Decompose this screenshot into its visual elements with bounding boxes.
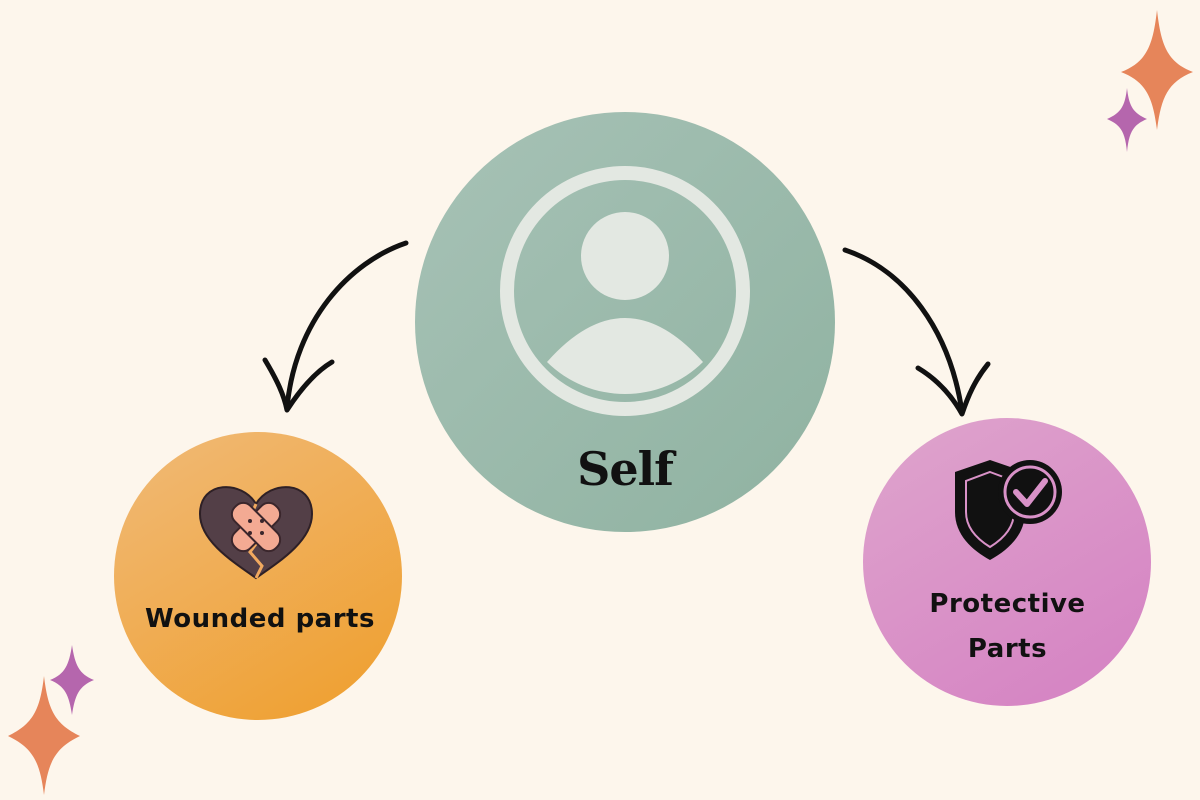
- sparkle-bottom-left-purple: [50, 645, 94, 715]
- sparkle-bottom-left-orange: [8, 676, 80, 795]
- bandaged-broken-heart-icon: [198, 486, 314, 580]
- protective-parts-node: [863, 418, 1151, 706]
- sparkle-top-right-purple: [1107, 88, 1147, 152]
- sparkle-top-right-orange: [1121, 10, 1193, 130]
- user-profile-icon: [500, 166, 750, 416]
- protective-label-line1: Protective: [929, 589, 1086, 619]
- protective-label-line2: Parts: [967, 634, 1048, 664]
- wounded-parts-label: Wounded parts: [145, 604, 375, 634]
- protective-parts-label: Protective Parts: [880, 582, 1135, 672]
- arrow-self-to-wounded: [262, 240, 409, 413]
- self-node: [415, 112, 835, 532]
- wounded-parts-node: [114, 432, 402, 720]
- shield-check-icon: [955, 460, 1062, 560]
- self-label: Self: [577, 442, 674, 496]
- arrow-self-to-protective: [842, 247, 991, 417]
